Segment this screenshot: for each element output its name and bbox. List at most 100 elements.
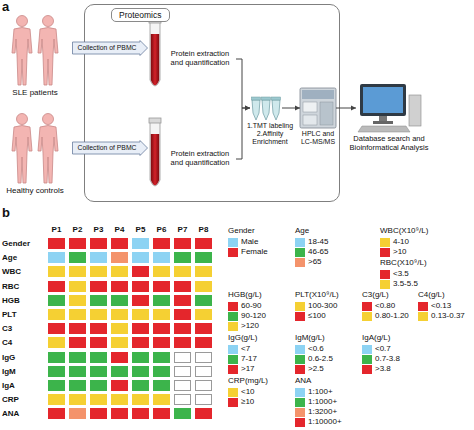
row-label: IgA	[2, 380, 15, 391]
legend-swatch	[295, 302, 305, 311]
table-cell	[132, 323, 149, 334]
screen	[363, 87, 403, 113]
table-cell	[69, 309, 86, 320]
table-cell	[132, 337, 149, 348]
control-figure	[12, 114, 32, 184]
legend-text: ≥10	[241, 397, 254, 407]
legend-text: 1:100+	[308, 387, 333, 397]
legend-text: <0.13	[431, 301, 451, 311]
legend-swatch	[380, 238, 390, 247]
legend-swatch	[228, 302, 238, 311]
legend-text: 7-17	[241, 354, 257, 364]
node-text: Collection of PBMC	[72, 140, 148, 156]
instrument-door	[303, 102, 317, 112]
legend-text: 3.5-5.5	[393, 279, 418, 289]
row-label: IgG	[2, 352, 15, 363]
process-step: Protein extraction and quantification	[164, 48, 236, 70]
blood-tube	[149, 118, 161, 186]
panel-letter: b	[2, 206, 10, 220]
table-cell	[153, 238, 170, 249]
legend-swatch	[295, 408, 305, 417]
table-cell	[48, 295, 65, 306]
table-cell	[90, 295, 107, 306]
table-cell	[195, 281, 212, 292]
table-cell	[48, 281, 65, 292]
legend-swatch	[295, 248, 305, 257]
table-cell	[174, 266, 191, 277]
table-cell	[90, 266, 107, 277]
node-text: 1.TMT labeling 2.Affinity Enrichment	[244, 122, 296, 146]
row-label: C3	[2, 323, 12, 334]
node-text: SLE patients	[0, 88, 70, 97]
table-cell	[111, 281, 128, 292]
table-cell	[195, 295, 212, 306]
monitor-base	[373, 121, 393, 124]
subject-group: SLE patients	[4, 14, 66, 86]
table-cell	[111, 394, 128, 405]
table-cell	[195, 366, 212, 377]
arrow-head	[245, 105, 250, 110]
table-cell	[174, 252, 191, 263]
table-cell	[48, 352, 65, 363]
proteomics-panel: ProteomicsProtein extraction and quantif…	[84, 4, 340, 202]
table-cell	[195, 380, 212, 391]
table-cell	[90, 366, 107, 377]
legend-swatch	[380, 280, 390, 289]
legend-heading: PLT(X10⁹/L)	[295, 290, 339, 300]
table-cell	[195, 394, 212, 405]
computer-drawing	[358, 84, 421, 132]
legend-swatch	[228, 365, 238, 374]
table-cell	[153, 323, 170, 334]
sample-tubes: 1.TMT labeling 2.Affinity Enrichment	[250, 96, 282, 120]
table-cell	[90, 380, 107, 391]
row-label: PLT	[2, 309, 17, 320]
legend-swatch	[228, 312, 238, 321]
legend-heading: CRP(mg/L)	[228, 376, 268, 386]
table-cell	[174, 408, 191, 419]
legend-swatch	[295, 312, 305, 321]
table-cell	[174, 352, 191, 363]
table-cell	[132, 408, 149, 419]
legend-swatch	[362, 345, 372, 354]
table-cell	[48, 266, 65, 277]
legend-heading: IgG(g/L)	[228, 333, 257, 343]
column-header: P3	[89, 226, 108, 235]
legend-swatch	[295, 418, 305, 427]
node-text: HPLC and LC-MS/MS	[296, 130, 340, 146]
node-text: Healthy controls	[0, 186, 70, 195]
legend-text: >3.8	[375, 364, 391, 374]
legend-text: <7	[241, 344, 250, 354]
legend-heading: ANA	[295, 376, 311, 386]
table-cell	[153, 252, 170, 263]
table-cell	[195, 323, 212, 334]
table-cell	[174, 309, 191, 320]
instrument: HPLC and LC-MS/MS	[300, 88, 336, 128]
flow-line	[236, 108, 250, 159]
sample-vial	[262, 97, 271, 120]
legend-swatch	[295, 355, 305, 364]
panel-letter: a	[2, 0, 9, 14]
flow-line	[236, 59, 250, 108]
legend-text: 18-45	[308, 237, 328, 247]
table-cell	[69, 323, 86, 334]
legend-swatch	[418, 312, 428, 321]
table-cell	[69, 408, 86, 419]
table-cell	[174, 295, 191, 306]
legend-swatch	[228, 398, 238, 407]
flow-line	[336, 108, 356, 109]
table-cell	[69, 380, 86, 391]
flow-arrow	[336, 105, 356, 110]
legend-swatch	[228, 388, 238, 397]
row-label: C4	[2, 337, 12, 348]
legend-text: 90-120	[241, 311, 266, 321]
table-cell	[174, 281, 191, 292]
table-cell	[69, 238, 86, 249]
row-label: HGB	[2, 295, 20, 306]
table-cell	[48, 366, 65, 377]
table-cell	[174, 380, 191, 391]
sample-vial	[272, 97, 281, 120]
table-cell	[111, 238, 128, 249]
flow-arrow	[282, 105, 300, 110]
table-cell	[69, 352, 86, 363]
table-cell	[111, 380, 128, 391]
